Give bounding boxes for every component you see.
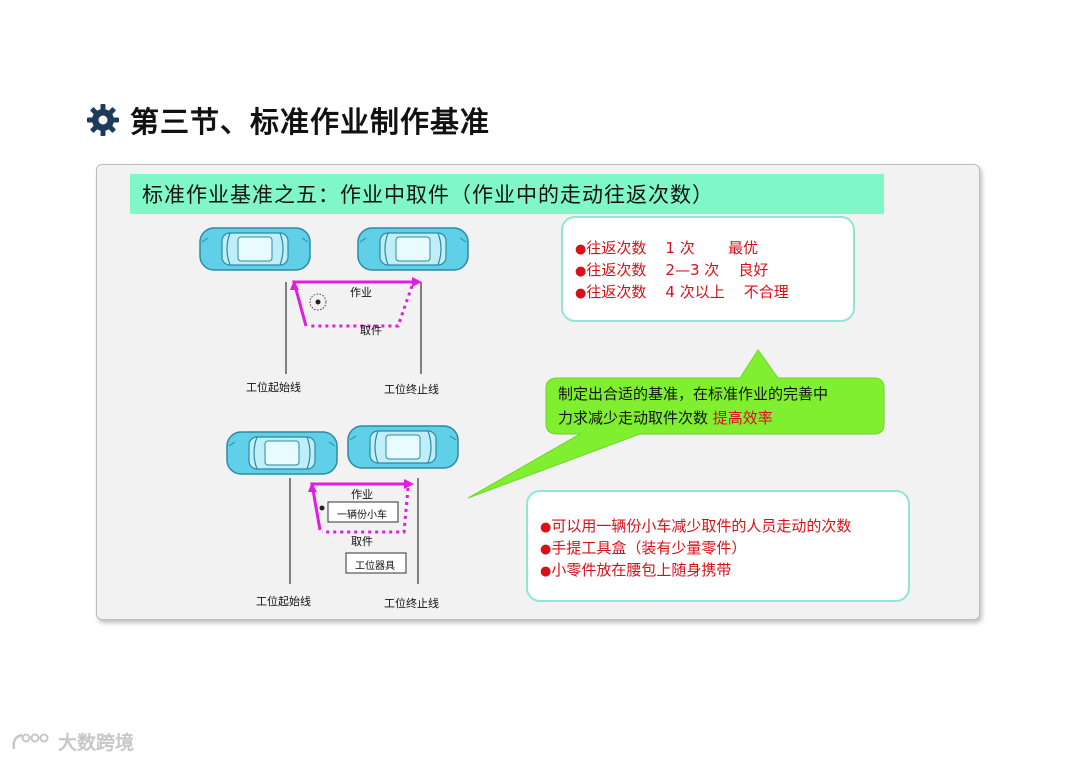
end-line-label: 工位终止线 <box>384 597 439 610</box>
callout-line2-prefix: 力求减少走动取件次数 <box>558 409 713 427</box>
page-title: 第三节、标准作业制作基准 <box>130 105 491 139</box>
improvement-methods-list: 可以用一辆份小车减少取件的人员走动的次数 手提工具盒（装有少量零件） 小零件放在… <box>540 516 851 582</box>
list-item: 可以用一辆份小车减少取件的人员走动的次数 <box>540 516 851 538</box>
car-icon <box>357 227 469 271</box>
toolbox-box <box>345 552 407 574</box>
start-line-label: 工位起始线 <box>246 381 301 394</box>
list-item: 往返次数 1 次 最优 <box>575 238 789 260</box>
callout-line1: 制定出合适的基准，在标准作业的完善中 <box>558 385 829 403</box>
banner-text: 标准作业基准之五：作业中取件（作业中的走动往返次数） <box>142 183 714 207</box>
pick-path <box>308 285 414 328</box>
work-label: 作业 <box>351 488 373 501</box>
list-item: 往返次数 4 次以上 不合理 <box>575 282 788 304</box>
improvement-methods-box: 可以用一辆份小车减少取件的人员走动的次数 手提工具盒（装有少量零件） 小零件放在… <box>526 490 910 602</box>
car-icon <box>226 431 338 475</box>
watermark-logo-icon <box>12 733 49 749</box>
car-icon <box>199 227 311 271</box>
pick-label: 取件 <box>360 324 382 337</box>
list-item: 小零件放在腰包上随身携带 <box>540 560 851 582</box>
travel-count-list: 往返次数 1 次 最优 往返次数 2—3 次 良好 往返次数 4 次以上 不合理 <box>575 238 789 304</box>
toolbox-label: 工位器具 <box>355 561 395 572</box>
gear-icon <box>87 104 119 136</box>
title-row: 第三节、标准作业制作基准 <box>86 98 490 142</box>
travel-count-box: 往返次数 1 次 最优 往返次数 2—3 次 良好 往返次数 4 次以上 不合理 <box>561 216 855 322</box>
pick-path <box>322 487 410 534</box>
list-item: 手提工具盒（装有少量零件） <box>540 538 851 560</box>
work-label: 作业 <box>350 286 372 299</box>
callout-text: 制定出合适的基准，在标准作业的完善中 力求减少走动取件次数 提高效率 <box>558 382 878 430</box>
callout-line2: 力求减少走动取件次数 提高效率 <box>558 406 878 430</box>
list-item: 往返次数 2—3 次 良好 <box>575 260 789 282</box>
callout-highlight: 提高效率 <box>712 409 773 427</box>
cart-label: 一辆份小车 <box>337 510 387 521</box>
end-line-label: 工位终止线 <box>384 383 439 396</box>
worker-icon <box>309 293 327 311</box>
watermark-text: 大数跨境 <box>58 732 135 754</box>
car-icon <box>347 425 459 469</box>
start-line-label: 工位起始线 <box>256 595 311 608</box>
cart-box <box>327 501 399 523</box>
watermark: 大数跨境 <box>10 728 134 755</box>
section-banner: 标准作业基准之五：作业中取件（作业中的走动往返次数） <box>130 174 884 214</box>
pick-label: 取件 <box>351 535 373 548</box>
